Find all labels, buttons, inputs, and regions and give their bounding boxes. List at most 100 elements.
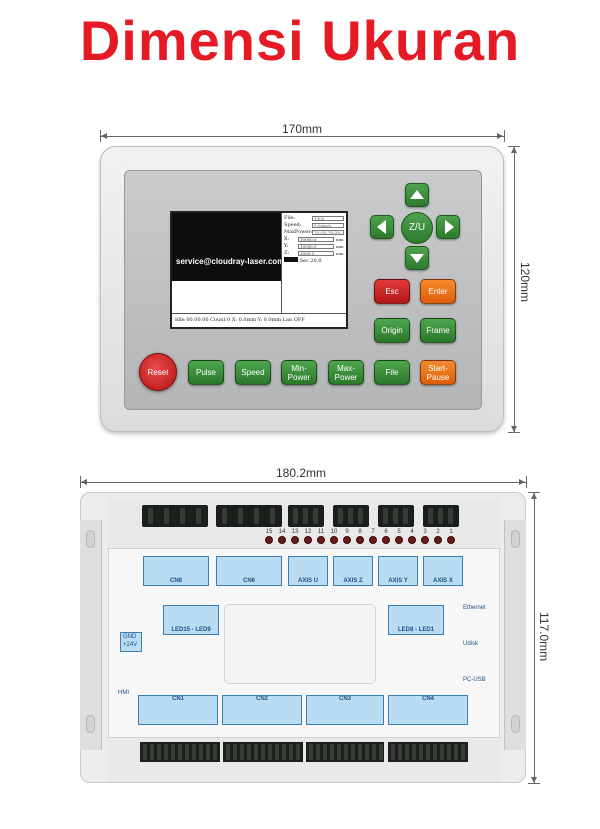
ethernet-label: Ethernet: [463, 605, 486, 611]
led-number: 4: [410, 529, 414, 535]
lcd-speed-label: Speed:: [284, 222, 302, 228]
connector-pin: [433, 744, 437, 760]
label-axis-x: AXIS X: [423, 556, 463, 586]
start-pause-button[interactable]: Start- Pause: [420, 360, 456, 385]
led-number: 14: [278, 529, 286, 535]
connector-pin: [282, 744, 286, 760]
connector-pin: [178, 744, 182, 760]
rear-height-label: 117.0mm: [537, 612, 551, 662]
page-title: Dimensi Ukuran: [79, 9, 521, 72]
connector-axis-z[interactable]: [333, 505, 369, 527]
lcd-file-label: File:: [284, 215, 296, 221]
connector-pin: [185, 744, 189, 760]
led-indicator: [330, 536, 338, 544]
connector-cn6[interactable]: [216, 505, 282, 527]
led-number: 15: [265, 529, 273, 535]
connector-axis-x[interactable]: [423, 505, 459, 527]
lcd-file-value: 1000: [312, 216, 344, 221]
connector-pin: [330, 744, 334, 760]
connector-pin: [226, 744, 230, 760]
led-indicator: [434, 536, 442, 544]
led-number: 3: [423, 529, 427, 535]
led-number: 5: [397, 529, 401, 535]
connector-pin: [213, 744, 217, 760]
connector-pin: [247, 744, 251, 760]
label-cn8: CN8: [143, 556, 209, 586]
pc-usb-label: PC-USB: [463, 677, 486, 683]
connector-cn3[interactable]: [306, 742, 384, 762]
lcd-logo-area: [172, 213, 281, 281]
lcd-y-label: Y:: [284, 243, 289, 249]
led-number: 13: [291, 529, 299, 535]
connector-pin: [447, 744, 451, 760]
connector-cn1[interactable]: [140, 742, 220, 762]
down-arrow-icon: [410, 254, 424, 263]
lcd-parameters: File:1000 Speed:0.0mm/s MaxPower:70.0% 7…: [284, 215, 344, 264]
connector-pin: [440, 744, 444, 760]
lcd-last-value: Sec 20.0: [299, 258, 322, 264]
led-indicator: [369, 536, 377, 544]
z-u-button[interactable]: Z/U: [401, 212, 433, 244]
frame-button[interactable]: Frame: [420, 318, 456, 343]
mounting-hole: [511, 715, 520, 733]
led-indicator: [356, 536, 364, 544]
label-cn2: CN2: [222, 695, 302, 725]
max-power-button[interactable]: Max- Power: [328, 360, 364, 385]
right-arrow-icon: [445, 220, 454, 234]
lcd-screen: service@cloudray-laser.com File:1000 Spe…: [170, 211, 348, 329]
udisk-label: Udisk: [463, 641, 479, 647]
connector-pin: [171, 744, 175, 760]
led-indicator: [447, 536, 455, 544]
connector-pin: [309, 744, 313, 760]
led-number: 6: [384, 529, 388, 535]
led-number: 9: [345, 529, 349, 535]
mounting-hole: [86, 715, 95, 733]
connector-pin: [275, 744, 279, 760]
up-arrow-button[interactable]: [405, 183, 429, 207]
connector-pin: [344, 744, 348, 760]
led-indicator: [265, 536, 273, 544]
connector-pin: [419, 744, 423, 760]
mounting-hole: [511, 530, 520, 548]
connector-axis-u[interactable]: [288, 505, 324, 527]
led-indicator: [291, 536, 299, 544]
label-led8-led1: LED8 - LED1: [388, 605, 444, 635]
led-number: 2: [436, 529, 440, 535]
up-arrow-icon: [410, 190, 424, 199]
reset-button[interactable]: Reset: [139, 353, 177, 391]
right-arrow-button[interactable]: [436, 215, 460, 239]
led-indicator: [395, 536, 403, 544]
origin-button[interactable]: Origin: [374, 318, 410, 343]
min-power-button[interactable]: Min- Power: [281, 360, 317, 385]
label-cn4: CN4: [388, 695, 468, 725]
connector-pin: [261, 744, 265, 760]
led-number: 11: [317, 529, 325, 535]
led-indicator: [317, 536, 325, 544]
led-number: 12: [304, 529, 312, 535]
connector-pin: [164, 744, 168, 760]
led-indicator: [421, 536, 429, 544]
connector-pin: [254, 744, 258, 760]
connector-pin: [365, 744, 369, 760]
speed-button[interactable]: Speed: [235, 360, 271, 385]
connector-cn8[interactable]: [142, 505, 208, 527]
esc-button[interactable]: Esc: [374, 279, 410, 304]
file-button[interactable]: File: [374, 360, 410, 385]
connector-pin: [337, 744, 341, 760]
pulse-button[interactable]: Pulse: [188, 360, 224, 385]
connector-cn4[interactable]: [388, 742, 468, 762]
connector-pin: [192, 744, 196, 760]
lcd-maxpower-value: 70.0% 70.0%: [312, 230, 344, 235]
connector-axis-y[interactable]: [378, 505, 414, 527]
front-width-label: 170mm: [282, 122, 323, 136]
connector-cn2[interactable]: [223, 742, 303, 762]
lcd-maxpower-label: MaxPower:: [284, 229, 313, 235]
down-arrow-button[interactable]: [405, 246, 429, 270]
connector-pin: [233, 744, 237, 760]
left-arrow-button[interactable]: [370, 215, 394, 239]
connector-pin: [405, 744, 409, 760]
connector-pin: [461, 744, 465, 760]
enter-button[interactable]: Enter: [420, 279, 456, 304]
label-power: GND +24V: [120, 632, 142, 652]
led-number: 8: [358, 529, 362, 535]
